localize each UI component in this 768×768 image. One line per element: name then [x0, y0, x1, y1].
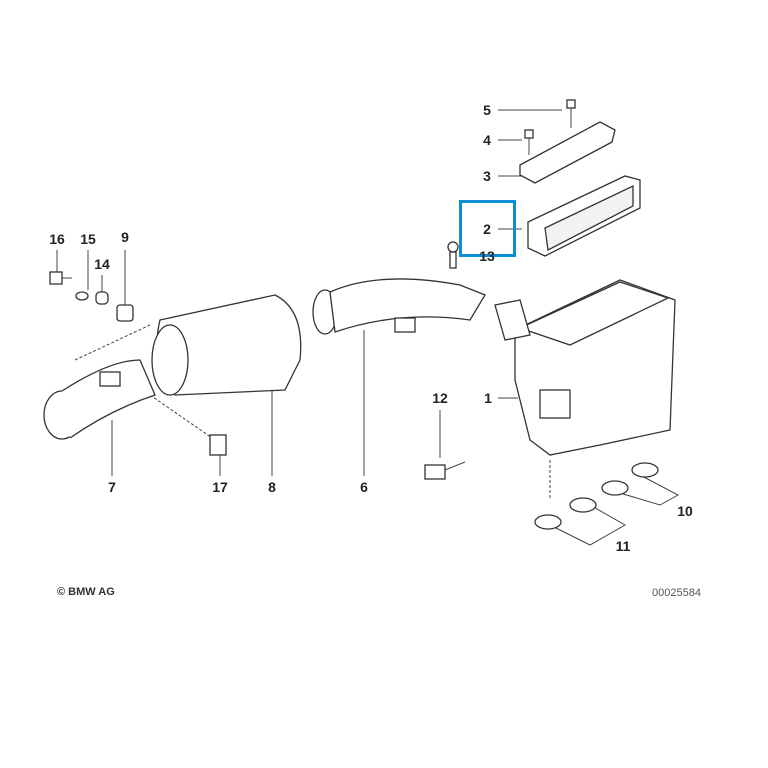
callout-11[interactable]: 11 [615, 538, 631, 554]
leader-lines [56, 109, 680, 546]
part-7-intake-tube [43, 359, 156, 440]
highlight-box [459, 200, 516, 257]
callout-12[interactable]: 12 [432, 390, 448, 406]
part-2-air-filter [527, 175, 641, 257]
callout-14[interactable]: 14 [94, 256, 110, 272]
small-parts [49, 271, 227, 456]
callout-2[interactable]: 2 [483, 221, 491, 237]
callout-15[interactable]: 15 [80, 231, 96, 247]
callout-16[interactable]: 16 [49, 231, 65, 247]
part-13-bolt [447, 241, 459, 269]
part-4-screw [524, 129, 534, 155]
callout-10[interactable]: 10 [677, 503, 693, 519]
callout-7[interactable]: 7 [108, 479, 116, 495]
diagram-number: 00025584 [652, 587, 701, 599]
callout-5[interactable]: 5 [483, 102, 491, 118]
callout-17[interactable]: 17 [212, 479, 228, 495]
part-3-cover [519, 121, 616, 184]
callout-13[interactable]: 13 [479, 248, 495, 264]
part-12-sensor [424, 461, 466, 480]
callout-6[interactable]: 6 [360, 479, 368, 495]
copyright: © BMW AG [57, 586, 115, 598]
part-6-intake-duct [312, 278, 486, 335]
callout-3[interactable]: 3 [483, 168, 491, 184]
callout-8[interactable]: 8 [268, 479, 276, 495]
callout-1[interactable]: 1 [484, 390, 492, 406]
part-5-screw [566, 99, 576, 128]
hose-clamps [534, 462, 659, 530]
callout-9[interactable]: 9 [121, 229, 129, 245]
callout-4[interactable]: 4 [483, 132, 491, 148]
part-8-silencer [151, 294, 302, 396]
part-1-air-box [494, 279, 676, 456]
